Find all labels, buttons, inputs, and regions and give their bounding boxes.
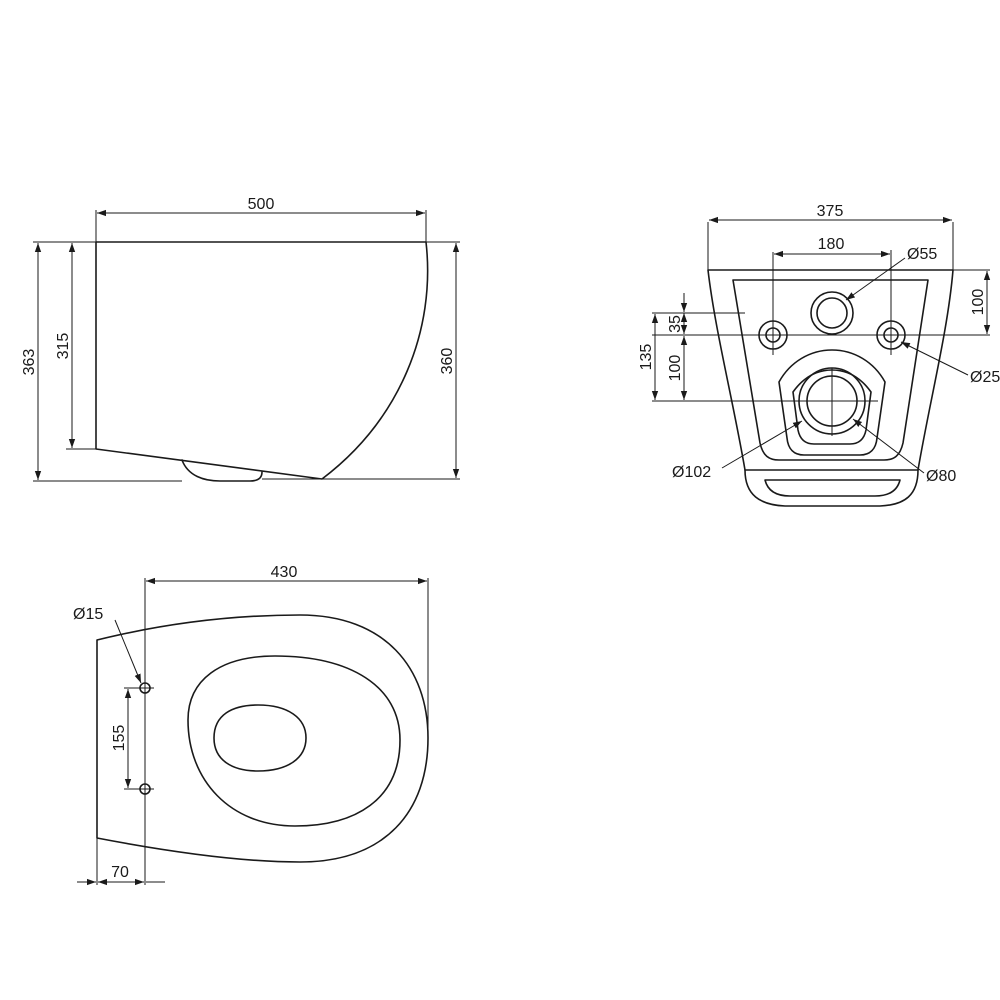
top-view-body-outline — [96, 614, 429, 863]
leader-line-inlet — [845, 257, 906, 301]
dimension-label-outlet-inner-diameter: Ø80 — [926, 468, 956, 485]
dimension-label-155: 155 — [111, 725, 128, 752]
dimension-label-inlet-diameter: Ø55 — [907, 246, 937, 263]
dimension-label-430: 430 — [271, 564, 298, 581]
dimension-label-35: 35 — [667, 315, 684, 333]
dimension-label-70: 70 — [111, 864, 129, 881]
dimension-label-outlet-height: 100 — [667, 355, 684, 382]
top-view-bowl-opening — [213, 704, 307, 772]
dimension-label-bolt-diameter: Ø25 — [970, 369, 1000, 386]
rear-view-inlet-inner-circle — [816, 297, 848, 329]
dimension-label-135: 135 — [638, 344, 655, 371]
rear-view-bottom-slot — [764, 479, 901, 497]
leader-line-hole — [114, 619, 142, 684]
leader-line-bolt — [900, 341, 969, 376]
dimension-label-inlet-height: 100 — [970, 289, 987, 316]
rear-view-inlet-outer-circle — [810, 291, 854, 335]
dimension-label-360: 360 — [439, 348, 456, 375]
leader-line-outlet-inner — [852, 418, 925, 474]
rear-view-bottom-rim — [744, 469, 919, 507]
rear-view: 375 180 Ø55 100 Ø25 35 100 135 Ø102 Ø80 — [638, 203, 1000, 507]
rear-view-outlet-inner-frame — [792, 369, 872, 445]
dimension-label-180: 180 — [818, 236, 845, 253]
dimension-label-315: 315 — [55, 333, 72, 360]
rear-view-outlet-frame — [778, 349, 886, 456]
top-view: 430 Ø15 155 70 — [73, 564, 429, 886]
side-view-foot — [181, 459, 263, 482]
dimension-label-outlet-outer-diameter: Ø102 — [672, 464, 711, 481]
dimension-label-375: 375 — [817, 203, 844, 220]
leader-line-outlet-outer — [721, 420, 803, 469]
dimension-label-hole-diameter: Ø15 — [73, 606, 103, 623]
side-view: 500 363 315 360 — [21, 196, 460, 482]
dimension-label-500: 500 — [248, 196, 275, 213]
top-view-seat-rim — [187, 655, 401, 827]
dimension-label-363: 363 — [21, 349, 38, 376]
side-view-body-outline — [95, 241, 429, 480]
rear-view-inner-plate — [732, 279, 929, 461]
